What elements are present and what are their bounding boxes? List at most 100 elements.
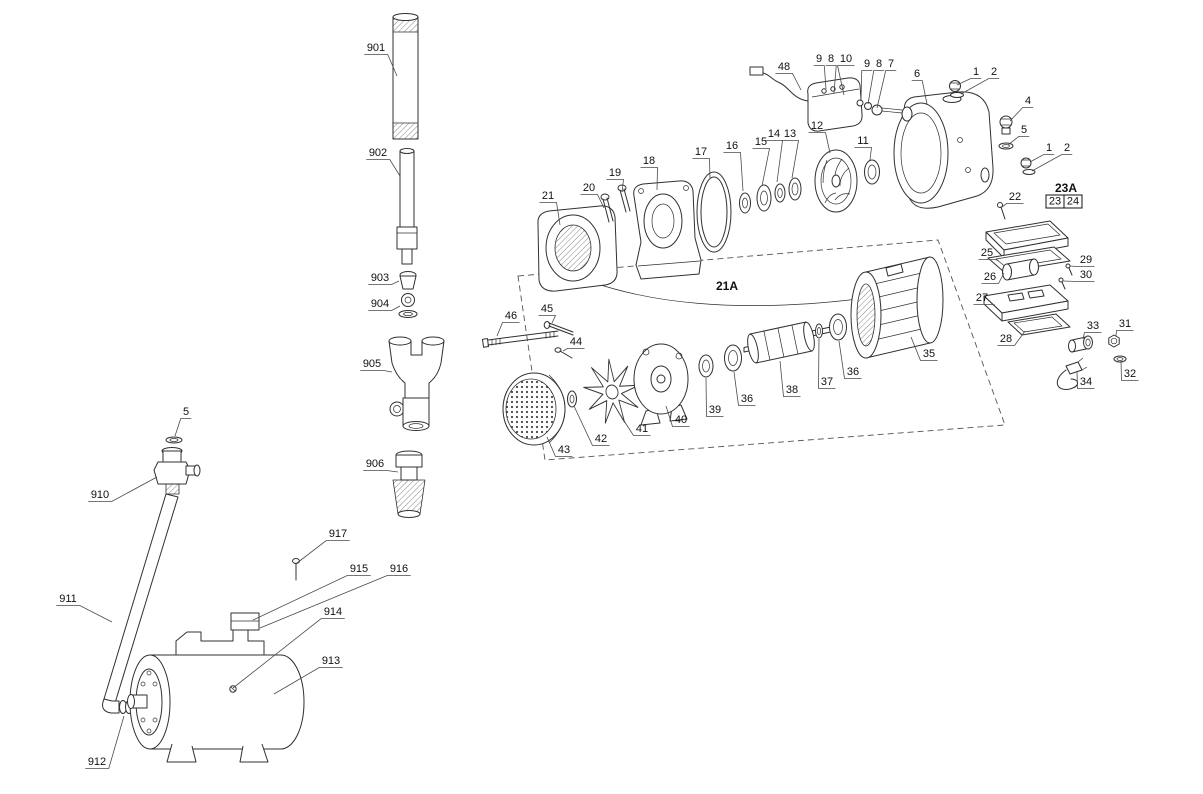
part-34-power-cable xyxy=(1056,357,1088,390)
leader-line-8 xyxy=(825,65,837,94)
leader-line-11 xyxy=(854,147,872,161)
leader-line-15 xyxy=(752,148,770,187)
part-label-16: 16 xyxy=(726,140,738,152)
leader-line-42 xyxy=(573,405,610,446)
leader-line-35 xyxy=(910,336,938,361)
leader-line-17 xyxy=(692,158,711,180)
leader-line-14 xyxy=(765,140,783,183)
part-32-washer xyxy=(1113,355,1127,363)
part-4-plug xyxy=(999,115,1013,135)
part-label-33: 33 xyxy=(1087,320,1099,332)
part-label-12: 12 xyxy=(811,120,823,132)
part-label-5: 5 xyxy=(1021,124,1027,136)
leader-line-38 xyxy=(779,360,801,397)
part-label-904: 904 xyxy=(371,298,389,310)
part-905-ejector-body xyxy=(388,336,445,431)
part-29-screw xyxy=(1065,263,1073,276)
part-label-18: 18 xyxy=(643,155,655,167)
part-26-capacitor xyxy=(1002,258,1039,281)
leader-line-10 xyxy=(837,65,855,96)
leader-line-1 xyxy=(956,78,982,86)
leader-line-44 xyxy=(562,348,585,352)
leader-line-18 xyxy=(640,167,658,191)
leader-line-33 xyxy=(1082,332,1102,340)
part-label-19: 19 xyxy=(609,167,621,179)
part-label-28: 28 xyxy=(1000,333,1012,345)
leader-line-911 xyxy=(56,605,113,623)
part-11-diffuser-ring xyxy=(864,159,880,185)
part-17-o-ring xyxy=(696,171,732,253)
part-13-seal-seat xyxy=(788,177,802,201)
leader-line-910 xyxy=(88,476,158,502)
part-label-40: 40 xyxy=(675,414,687,426)
leader-line-2 xyxy=(960,78,1000,95)
part-label-38: 38 xyxy=(786,384,798,396)
leader-line-901 xyxy=(364,54,398,77)
leader-line-29 xyxy=(1069,265,1095,267)
part-48-pressure-switch xyxy=(749,66,863,132)
leader-line-905 xyxy=(360,370,393,373)
part-label-22: 22 xyxy=(1009,191,1021,203)
part-35-motor-stator xyxy=(850,256,944,359)
part-904-valve-gasket xyxy=(398,293,418,318)
leader-line-904 xyxy=(368,305,401,311)
part-label-11: 11 xyxy=(857,135,868,147)
part-label-23A: 23A xyxy=(1055,181,1077,195)
part-label-46: 46 xyxy=(505,310,517,322)
part-label-9: 9 xyxy=(864,58,870,70)
part-7-8-9-fittings xyxy=(856,99,903,116)
part-label-4: 4 xyxy=(1025,95,1031,107)
part-label-37: 37 xyxy=(821,376,833,388)
part-label-14: 14 xyxy=(768,128,780,140)
leader-line-914 xyxy=(232,618,345,689)
part-14-seal-ring xyxy=(774,183,786,203)
part-label-34: 34 xyxy=(1080,376,1092,388)
leader-line-917 xyxy=(296,540,350,564)
part-label-31: 31 xyxy=(1119,318,1131,330)
leader-line-902 xyxy=(366,159,401,177)
part-18-pump-support xyxy=(633,180,702,280)
part-label-916: 916 xyxy=(390,563,408,575)
part-label-21: 21 xyxy=(542,190,554,202)
part-label-6: 6 xyxy=(914,68,920,80)
part-label-910: 910 xyxy=(91,489,109,501)
part-5-washer-tank xyxy=(165,436,183,444)
part-1-2-plug-top xyxy=(949,80,964,98)
leader-line-13 xyxy=(781,140,799,179)
part-19-bolt xyxy=(617,184,631,213)
part-label-912: 912 xyxy=(88,756,106,768)
part-label-901: 901 xyxy=(367,42,385,54)
leader-line-7 xyxy=(876,70,897,109)
part-label-9: 9 xyxy=(816,53,822,65)
leader-line-5 xyxy=(174,418,192,437)
part-20-bolt xyxy=(600,193,614,223)
leader-line-16 xyxy=(723,152,744,192)
leader-line-48 xyxy=(775,73,802,91)
leader-line-36 xyxy=(733,371,756,406)
part-901-delivery-pipe xyxy=(392,13,419,140)
part-label-915: 915 xyxy=(350,563,368,575)
part-label-8: 8 xyxy=(876,58,882,70)
part-37-washer-small xyxy=(815,323,823,339)
leader-line-36 xyxy=(838,340,862,379)
leader-line-6 xyxy=(911,80,928,105)
part-5-washer-pump xyxy=(998,142,1014,150)
leader-line-32 xyxy=(1120,360,1139,381)
part-label-1: 1 xyxy=(973,66,979,78)
leader-line-9 xyxy=(860,70,873,102)
detail-ref-cell-23: 23 xyxy=(1049,196,1061,208)
part-915-916-clamp xyxy=(230,612,260,631)
part-label-17: 17 xyxy=(695,146,707,158)
leader-line-22 xyxy=(1001,203,1024,208)
part-label-10: 10 xyxy=(840,53,852,65)
part-label-21A: 21A xyxy=(716,279,738,293)
leader-lines-layer xyxy=(56,54,1139,769)
part-902-pipe-extension xyxy=(396,148,418,265)
leader-line-906 xyxy=(363,470,399,473)
part-906-suction-coupling xyxy=(392,450,426,518)
leader-line-20 xyxy=(580,194,605,209)
leader-line-27 xyxy=(973,304,996,306)
part-label-1: 1 xyxy=(1046,142,1052,154)
